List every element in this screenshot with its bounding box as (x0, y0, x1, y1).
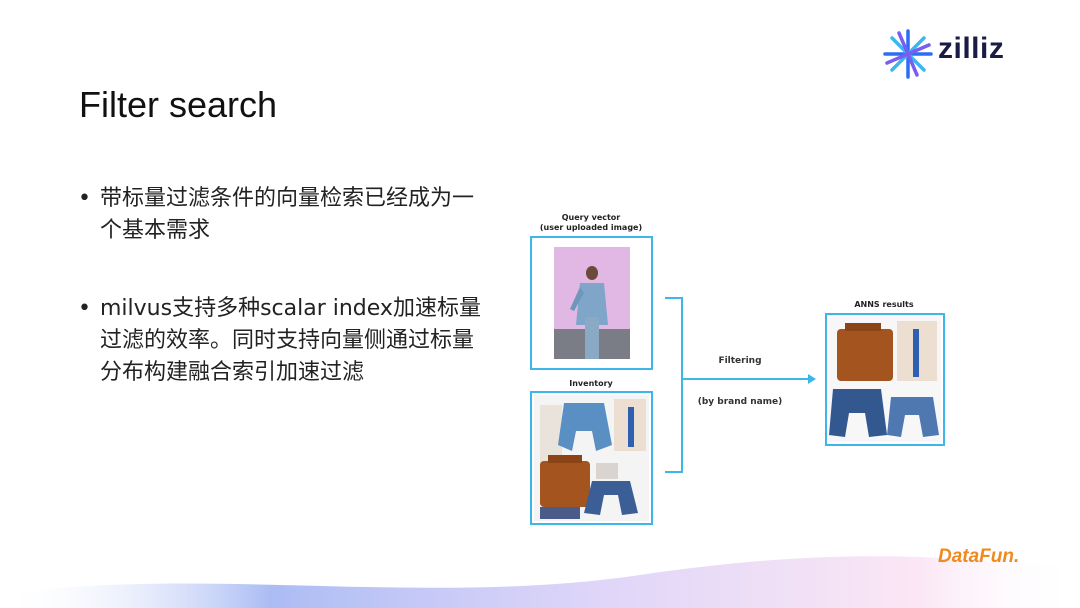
inventory-image-box (530, 391, 653, 525)
query-label-line: Query vector (561, 213, 621, 222)
zilliz-logo: zilliz (882, 28, 1012, 80)
sparkle-icon (883, 29, 933, 79)
inventory-label: Inventory (569, 379, 613, 388)
inventory-image (534, 395, 649, 521)
datafun-text: DataFun. (938, 546, 1020, 567)
bullet-item: milvus支持多种scalar index加速标量过滤的效率。同时支持向量侧通… (78, 293, 488, 389)
datafun-logo: DataFun. (938, 546, 1019, 568)
query-image (554, 247, 630, 359)
footer-gradient-wave (0, 556, 1080, 608)
results-label: ANNS results (854, 300, 914, 309)
bullet-item: 带标量过滤条件的向量检索已经成为一个基本需求 (78, 183, 488, 247)
query-label-line: (user uploaded image) (539, 223, 643, 232)
filtering-sublabel: (by brand name) (697, 397, 783, 407)
slide-title: Filter search (79, 84, 278, 125)
query-image-box (530, 236, 653, 370)
results-image-box (825, 313, 945, 446)
filtering-label: Filtering (718, 356, 762, 366)
results-image (829, 317, 941, 442)
bullet-list: 带标量过滤条件的向量检索已经成为一个基本需求 milvus支持多种scalar … (78, 183, 488, 435)
logo-text: zilliz (938, 32, 1005, 65)
query-label: Query vector (user uploaded image) (530, 213, 652, 233)
flow-connector (665, 297, 816, 473)
